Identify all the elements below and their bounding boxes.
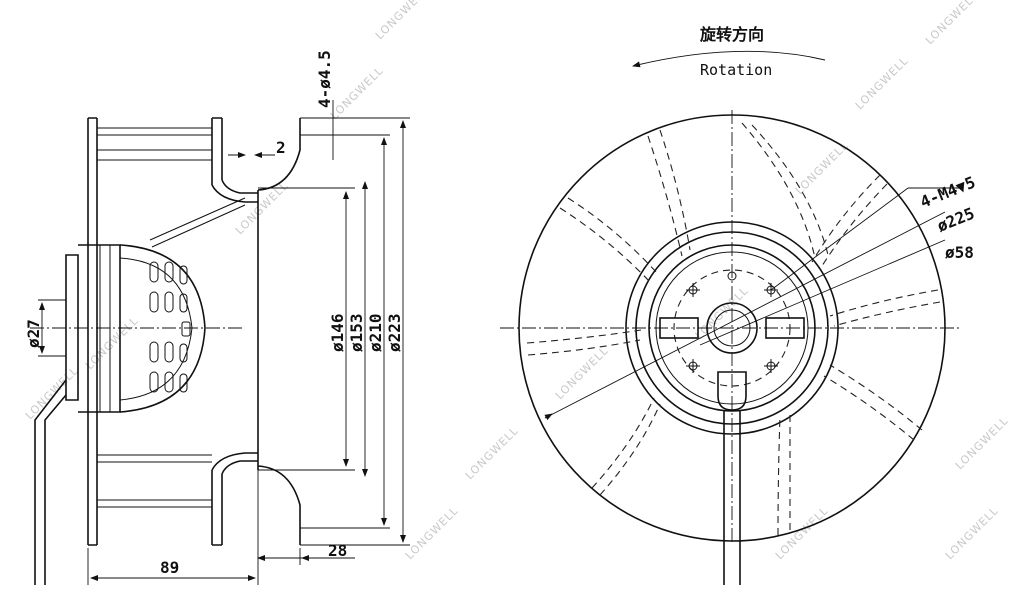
inlet-curve-top	[221, 179, 258, 194]
motor-end-cap	[65, 254, 79, 401]
dim-223-label: ø223	[385, 313, 404, 352]
front-plate-top	[211, 117, 223, 185]
back-plate	[87, 117, 98, 546]
dim-28-label: 28	[328, 541, 347, 560]
watermark-text: LONGWELL	[923, 0, 981, 47]
impeller-outer-circle	[518, 114, 946, 542]
connector-pad-left	[659, 317, 699, 339]
dim-89-label: 89	[160, 558, 179, 577]
motor-housing-lines	[99, 245, 111, 412]
watermark-text: LONGWELL	[953, 414, 1011, 472]
hub-inner-circle	[713, 309, 751, 347]
leader-thread	[770, 187, 909, 291]
watermark-text: LONGWELL	[23, 364, 81, 422]
motor-dome-inner	[119, 257, 193, 401]
inlet-curve-bottom	[221, 460, 258, 475]
inlet-ring-outer	[625, 221, 839, 435]
inlet-curve-top-inner	[211, 184, 258, 203]
hole-spec-label: 4-ø4.5	[315, 50, 334, 108]
blade-lines-top	[97, 127, 212, 161]
bolt-pitch-circle	[673, 269, 791, 387]
dim-27-label: ø27	[24, 319, 43, 348]
front-view: 旋转方向 Rotation	[500, 25, 978, 585]
impeller-blades	[526, 122, 941, 536]
dim-146-label: ø146	[328, 313, 347, 352]
front-cable	[723, 410, 741, 585]
watermark-text: LONGWELL	[793, 139, 851, 197]
leader-58	[699, 239, 946, 346]
rotor-inner-circle	[655, 251, 809, 405]
dim-58-label: ø58	[945, 243, 974, 262]
inlet-nozzle-bottom	[257, 465, 301, 545]
watermark-text: LONGWELL	[373, 0, 431, 42]
watermark-text: LONGWELL	[853, 54, 911, 112]
dim-153-label: ø153	[347, 313, 366, 352]
rotation-arrow	[632, 50, 826, 68]
inlet-nozzle-top	[257, 118, 301, 191]
connector-pad-right	[765, 317, 805, 339]
inlet-curve-bottom-inner	[211, 452, 258, 471]
side-view: 4-ø4.5 2 ø146 ø153 ø210 ø223 ø27 89	[24, 50, 410, 585]
leader-225	[544, 211, 946, 419]
gap-label: 2	[276, 138, 286, 157]
watermark-text: LONGWELL	[83, 314, 141, 372]
blade-lines-bottom	[97, 454, 212, 508]
dim-225-label: ø225	[934, 204, 977, 236]
cable-gland	[717, 371, 747, 411]
motor-vent-slots	[149, 261, 191, 393]
watermark-text: LONGWELL	[328, 64, 386, 122]
watermark-text: LONGWELL	[553, 344, 611, 402]
rotation-label-en: Rotation	[700, 61, 772, 79]
watermark-text: LONGWELL	[403, 504, 461, 562]
rotation-label-cn: 旋转方向	[699, 25, 764, 44]
hub-circle	[706, 302, 758, 354]
inlet-ring-inner	[635, 231, 829, 425]
watermark-text: LONGWELL	[943, 504, 1001, 562]
watermark-text: LONGWELL	[773, 504, 831, 562]
leader-225-arrow	[544, 413, 553, 421]
rotor-outer-circle	[648, 244, 816, 412]
front-plate-bottom	[211, 470, 223, 546]
cable	[34, 379, 67, 585]
strut-line	[149, 197, 246, 248]
motor-housing	[78, 244, 121, 413]
dim-210-label: ø210	[366, 313, 385, 352]
watermark-text: LONGWELL	[463, 424, 521, 482]
motor-dome	[119, 244, 206, 413]
